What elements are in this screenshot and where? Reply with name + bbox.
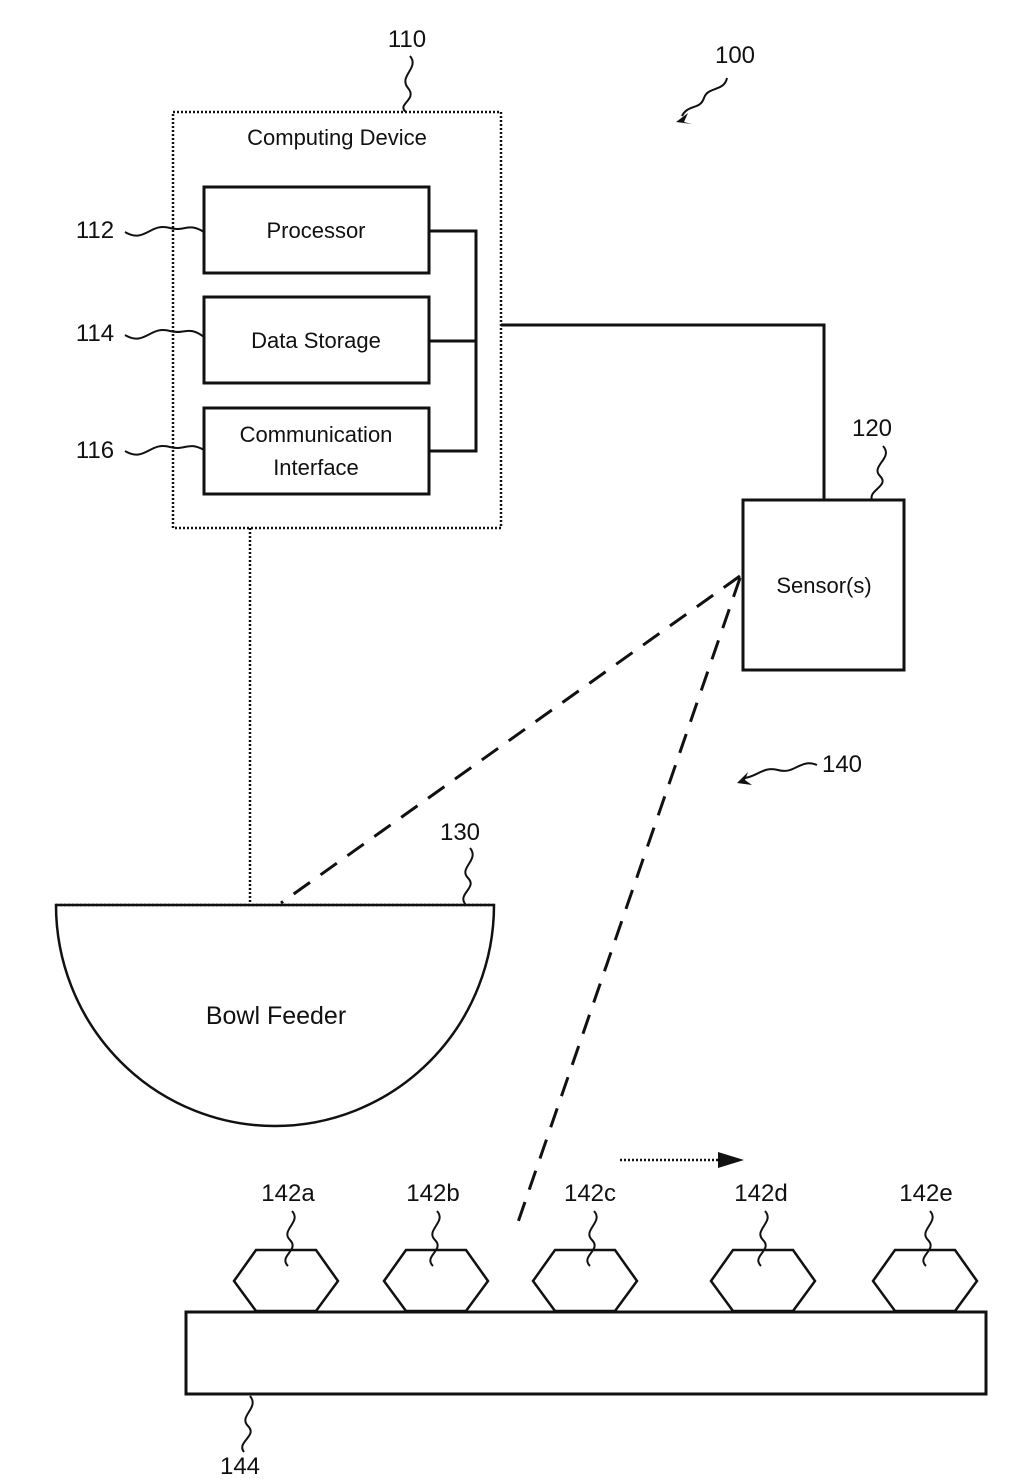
leader-110 xyxy=(403,56,412,112)
part-142d xyxy=(711,1250,815,1311)
leader-144 xyxy=(242,1396,252,1452)
conveyor-belt xyxy=(186,1312,986,1394)
sensor-label: Sensor(s) xyxy=(776,573,871,598)
ref-112: 112 xyxy=(76,217,114,244)
arrow-100-head xyxy=(676,113,692,124)
part-142b xyxy=(384,1250,488,1311)
communication-interface-label-line1: Communication xyxy=(240,422,393,447)
motion-arrow-head xyxy=(718,1152,744,1168)
ref-142b: 142b xyxy=(406,1180,459,1207)
communication-interface-label-line2: Interface xyxy=(273,455,359,480)
sensor-view-line-bowl xyxy=(281,576,740,903)
ref-100: 100 xyxy=(715,42,755,69)
leader-140 xyxy=(745,763,817,778)
sensor-view-line-conveyor xyxy=(516,578,740,1228)
communication-interface-box xyxy=(204,408,429,494)
leader-120 xyxy=(872,446,886,500)
leader-100 xyxy=(682,78,727,116)
processor-label: Processor xyxy=(266,218,365,243)
ref-120: 120 xyxy=(852,415,892,442)
bowl-feeder-label: Bowl Feeder xyxy=(206,1002,346,1030)
part-142c xyxy=(533,1250,637,1311)
ref-130: 130 xyxy=(440,819,480,846)
ref-142a: 142a xyxy=(261,1180,315,1207)
ref-116: 116 xyxy=(76,437,114,464)
ref-114: 114 xyxy=(76,320,114,347)
ref-142e: 142e xyxy=(899,1180,952,1207)
ref-140: 140 xyxy=(822,751,862,778)
arrow-140-head xyxy=(737,772,752,785)
device-sensor-connection xyxy=(501,325,824,500)
part-142e xyxy=(873,1250,977,1311)
ref-110: 110 xyxy=(388,26,426,53)
leader-130 xyxy=(463,848,472,905)
ref-142d: 142d xyxy=(734,1180,787,1207)
data-storage-label: Data Storage xyxy=(251,328,381,353)
ref-144: 144 xyxy=(220,1453,260,1480)
ref-142c: 142c xyxy=(564,1180,616,1207)
computing-device-label: Computing Device xyxy=(247,125,427,150)
